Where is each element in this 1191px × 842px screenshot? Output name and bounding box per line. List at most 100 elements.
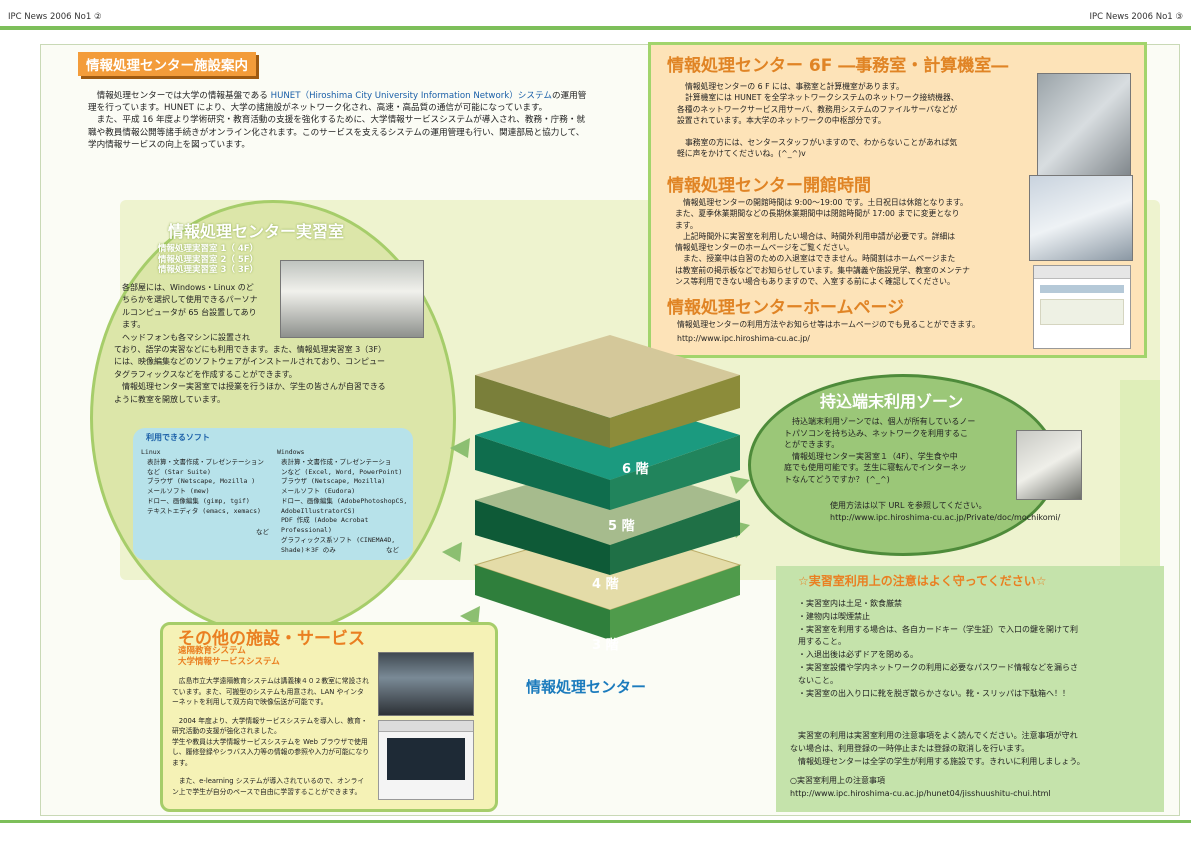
office-photo bbox=[1029, 175, 1133, 261]
hunet-link[interactable]: HUNET（Hiroshima City University Informat… bbox=[270, 91, 552, 101]
practice-line: タグラフィックスなどを作成することができます。 bbox=[114, 369, 297, 379]
mochikomi-note: 使用方法は以下 URL を参照してください。 bbox=[830, 501, 987, 510]
intro-p1b: の運用管理を行っています。HUNET により、大学の諸施設がネットワーク化され、… bbox=[88, 91, 587, 114]
header-right: IPC News 2006 No1 ③ bbox=[1089, 12, 1183, 22]
rule-item: ・実習室を利用する場合は、各自カードキー（学生証）で入口の鍵を開けて利 bbox=[798, 624, 1078, 634]
hours-line: 上記時間外に実習室を利用したい場合は、時間外利用申請が必要です。詳細は bbox=[683, 231, 956, 241]
windows-item: Professional) bbox=[281, 526, 332, 534]
room-1: 情報処理実習室 1（ 4F） bbox=[158, 244, 259, 254]
floor-label-6: 6 階 bbox=[622, 462, 649, 477]
mochikomi-text: 持込端末利用ゾーンでは、個人が所有しているノー トパソコンを持ち込み、ネットワー… bbox=[784, 416, 994, 486]
linux-item: ブラウザ (Netscape, Mozilla ) bbox=[147, 477, 256, 486]
windows-item: メールソフト (Eudora) bbox=[281, 487, 356, 495]
floor-label-5: 5 階 bbox=[608, 519, 635, 534]
sixf-panel: 情報処理センター 6F ―事務室・計算機室― 情報処理センターの 6 F には、… bbox=[648, 42, 1147, 358]
room-2: 情報処理実習室 2（ 5F） bbox=[158, 254, 259, 265]
mochikomi-line: トパソコンを持ち込み、ネットワークを利用するこ bbox=[784, 428, 968, 438]
practice-line: には、映像編集などのソフトウェアがインストールされており、コンピュー bbox=[114, 357, 386, 367]
practice-line: ており、語学の実習などにも利用できます。また、情報処理実習室 3（3F） bbox=[114, 344, 386, 354]
practice-line: ように教室を開放しています。 bbox=[114, 394, 225, 404]
floor-6 bbox=[475, 335, 740, 448]
section-title: 情報処理センター施設案内 bbox=[78, 52, 256, 76]
rules-list: ・実習室内は土足・飲食厳禁 ・建物内は喫煙禁止 ・実習室を利用する場合は、各自カ… bbox=[798, 598, 1158, 700]
hours-title: 情報処理センター開館時間 bbox=[667, 176, 871, 196]
intro-p1a: 情報処理センターでは大学の情報基盤である bbox=[96, 91, 271, 101]
linux-item: テキストエディタ (emacs, xemacs) bbox=[147, 506, 261, 515]
mochikomi-line: 庭でも使用可能です。芝生に寝転んでインターネッ bbox=[784, 463, 967, 473]
building-diagram bbox=[442, 335, 750, 640]
hours-line: は教室前の掲示板などでお知らせしています。集中講義や施設見学、教室のメンテナ bbox=[675, 265, 970, 275]
homepage-text: 情報処理センターの利用方法やお知らせ等はホームページのでも見ることができます。 … bbox=[677, 319, 1037, 345]
rule-item: ないこと。 bbox=[798, 675, 838, 685]
mochikomi-line: トなんてどうですか？ (^_^) bbox=[784, 474, 890, 484]
rule-item: 用すること。 bbox=[798, 637, 846, 647]
linux-item: ドロー、画像編集 (gimp, tgif) bbox=[147, 496, 250, 505]
rule-item: ・実習室内は土足・飲食厳禁 bbox=[798, 599, 902, 608]
sixf-line: 事務室の方には、センタースタッフがいますので、わからないことがあれば気 bbox=[685, 138, 958, 148]
rule-item: ・入退出後は必ずドアを閉める。 bbox=[798, 650, 918, 660]
hours-line: ンス等利用できない場合もありますので、入室する前によく確認してください。 bbox=[675, 277, 955, 287]
rule-item: ・実習室設備や学内ネットワークの利用に必要なパスワード情報などを漏らさ bbox=[798, 662, 1078, 672]
sixf-line: 各種のネットワークサービス用サーバ、教務用システムのファイルサーバなどが bbox=[677, 104, 958, 114]
room-3: 情報処理実習室 3（ 3F） bbox=[158, 265, 259, 276]
practice-line: 情報処理センター実習室では授業を行うほか、学生の皆さんが自習できる bbox=[122, 382, 386, 392]
floor-label-4: 4 階 bbox=[592, 577, 619, 592]
other-services-subtitles: 遠隔教育システム 大学情報サービスシステム bbox=[178, 646, 280, 668]
linux-item: など (Star Suite) bbox=[147, 467, 211, 476]
mochikomi-title: 持込端末利用ゾーン bbox=[820, 392, 964, 411]
others-para: また、e-learning システムが導入されているので、オンライン上で学生が自… bbox=[172, 777, 365, 796]
windows-list: Windows 表計算・文書作成・プレゼンテーショ ンなど (Excel, Wo… bbox=[277, 448, 409, 555]
mochikomi-bubble bbox=[748, 374, 1058, 556]
homepage-screenshot bbox=[1033, 265, 1131, 349]
others-para: 2004 年度より、大学情報サービスシステムを導入し、教育・研究活動の支援が強化… bbox=[172, 716, 368, 736]
sixf-text: 情報処理センターの 6 F には、事務室と計算機室があります。 計算機室には H… bbox=[677, 81, 1017, 160]
windows-item: ブラウザ (Netscape, Mozilla) bbox=[281, 477, 386, 486]
hours-line: また、授業中は自習のための入退室はできません。時間割はホームページまた bbox=[683, 254, 956, 264]
sixf-line: 計算機室には HUNET を全学ネットワークシステムのネットワーク接続機器、 bbox=[685, 93, 959, 103]
homepage-title: 情報処理センターホームページ bbox=[667, 298, 905, 318]
arrow-left-icon bbox=[442, 542, 462, 562]
web-system-screenshot bbox=[378, 720, 474, 800]
windows-item: Shade)＊3F のみ bbox=[281, 545, 336, 554]
floor-label-3: 3 階 bbox=[592, 638, 619, 653]
building-caption: 情報処理センター bbox=[526, 678, 647, 696]
intro-text: 情報処理センターでは大学の情報基盤である HUNET（Hiroshima Cit… bbox=[88, 90, 588, 151]
notebook-zone-photo bbox=[1016, 430, 1082, 500]
mochikomi-url[interactable]: http://www.ipc.hiroshima-cu.ac.jp/Privat… bbox=[830, 512, 1061, 522]
sixf-line: 軽に声をかけてくださいね。(^_^)v bbox=[677, 149, 806, 159]
others-para: 広島市立大学遠隔教育システムは講義棟４０２教室に常設されています。また、可搬型の… bbox=[172, 677, 369, 707]
arrow-right-icon bbox=[730, 476, 750, 494]
mochikomi-line: とができます。 bbox=[784, 440, 840, 450]
windows-item: ンなど (Excel, Word, PowerPoint) bbox=[281, 467, 403, 476]
homepage-desc: 情報処理センターの利用方法やお知らせ等はホームページのでも見ることができます。 bbox=[677, 320, 980, 329]
rules-url[interactable]: http://www.ipc.hiroshima-cu.ac.jp/hunet0… bbox=[790, 789, 1051, 799]
bottom-rule bbox=[0, 820, 1191, 823]
hours-line: ます。 bbox=[675, 220, 698, 230]
header-left: IPC News 2006 No1 ② bbox=[8, 12, 102, 22]
mochikomi-url-block: 使用方法は以下 URL を参照してください。 http://www.ipc.hi… bbox=[830, 500, 1060, 523]
practice-title: 情報処理センター実習室 bbox=[168, 222, 345, 241]
hours-text: 情報処理センターの開館時間は 9:00〜19:00 です。土日祝日は休館となりま… bbox=[675, 197, 1035, 287]
remote-class-photo bbox=[378, 652, 474, 716]
practice-room-photo bbox=[280, 260, 424, 338]
mochikomi-line: 持込端末利用ゾーンでは、個人が所有しているノー bbox=[792, 417, 976, 426]
rule-item: ・建物内は喫煙禁止 bbox=[798, 611, 870, 621]
windows-item: ドロー、画像編集 (AdobePhotoshopCS, bbox=[281, 496, 408, 505]
rule-item: ・実習室の出入り口に靴を脱ぎ散らかさない。靴・スリッパは下駄箱へ！！ bbox=[798, 688, 1070, 698]
hours-line: 情報処理センターのホームページをご覧ください。 bbox=[675, 243, 854, 253]
software-title: 利用できるソフト bbox=[146, 433, 210, 442]
homepage-url[interactable]: http://www.ipc.hiroshima-cu.ac.jp/ bbox=[677, 334, 810, 344]
hours-line: 情報処理センターの開館時間は 9:00〜19:00 です。土日祝日は休館となりま… bbox=[683, 198, 968, 207]
linux-etc: など bbox=[256, 528, 269, 537]
rules-panel bbox=[776, 566, 1164, 812]
rules-note: ない場合は、利用登録の一時停止または登録の取消しを行います。 bbox=[790, 743, 1030, 753]
windows-item: 表計算・文書作成・プレゼンテーショ bbox=[281, 457, 392, 466]
sixf-line: 情報処理センターの 6 F には、事務室と計算機室があります。 bbox=[685, 82, 904, 91]
windows-item: グラフィックス系ソフト (CINEMA4D, bbox=[281, 535, 396, 544]
subtitle-remote: 遠隔教育システム bbox=[178, 646, 246, 656]
arrow-left-icon bbox=[450, 438, 470, 458]
software-box bbox=[133, 428, 413, 560]
rules-note: 実習室の利用は実習室利用の注意事項をよく読んでください。注意事項が守れ bbox=[798, 731, 1078, 740]
rules-note: 情報処理センターは全学の学生が利用する施設です。きれいに利用しましょう。 bbox=[798, 756, 1085, 766]
rules-link-label: ○実習室利用上の注意事項 bbox=[790, 776, 885, 786]
